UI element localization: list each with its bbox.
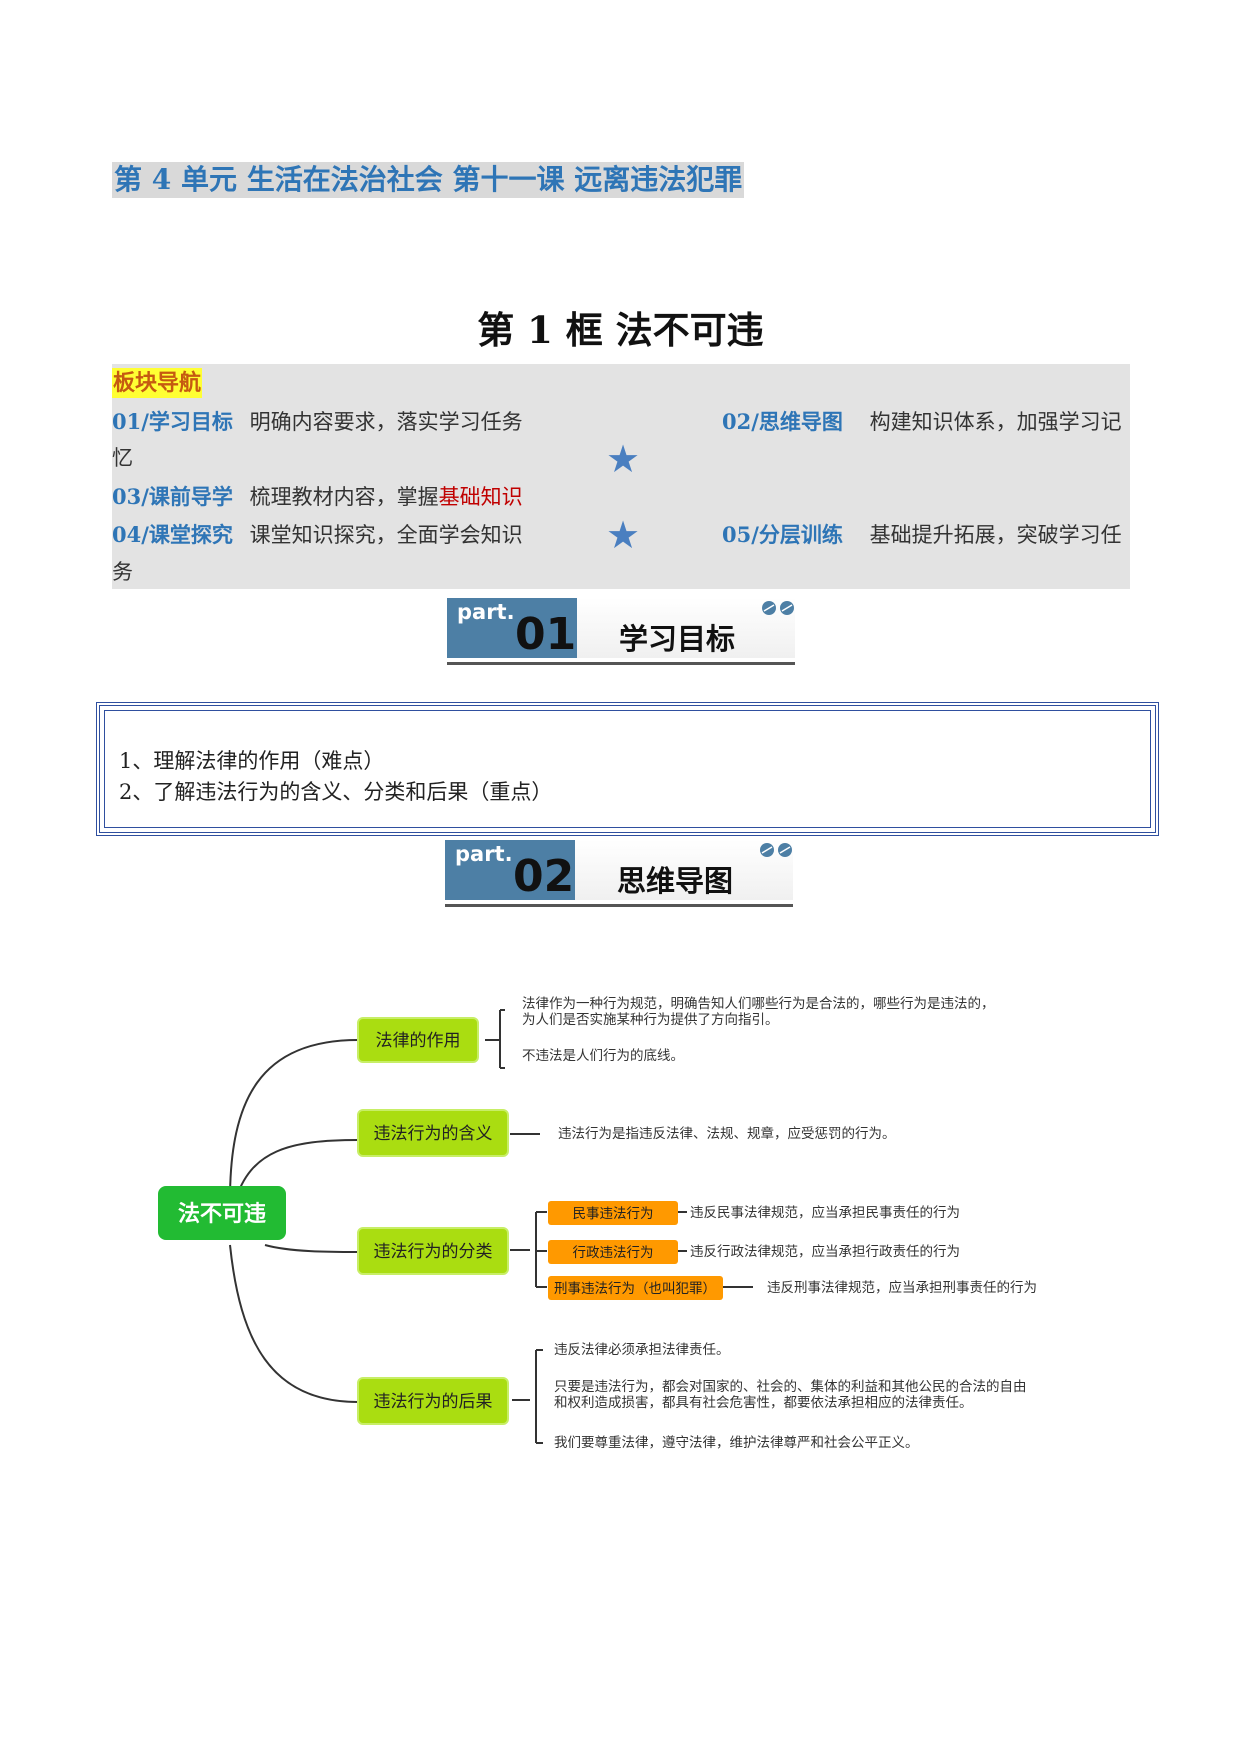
part-02-banner: part. 02 思维导图 — [445, 840, 793, 908]
note-1-1: 法律作为一种行为规范，明确告知人们哪些行为是合法的，哪些行为是违法的， — [522, 995, 995, 1011]
nav-tag-03[interactable]: 03/课前导学 — [112, 484, 233, 509]
nav-desc-02-wrap: 忆 — [112, 446, 133, 470]
note-2-1: 违法行为是指违反法律、法规、规章，应受惩罚的行为。 — [558, 1125, 896, 1141]
mind-map: 法不可违 法律的作用 违法行为的含义 违法行为的分类 违法行为的后果 法律作为一… — [158, 995, 1037, 1450]
sub-label-3: 刑事违法行为（也叫犯罪） — [554, 1281, 716, 1296]
branch-label-1: 法律的作用 — [376, 1031, 461, 1051]
learning-goals-box: 1、理解法律的作用（难点） 2、了解违法行为的含义、分类和后果（重点） — [96, 702, 1159, 836]
nav-row-4-wrap: 务 — [112, 553, 1130, 592]
nav-row-1-wrap: 忆 — [112, 439, 1130, 478]
part-number: 01 — [515, 609, 577, 660]
note-1-3: 不违法是人们行为的底线。 — [522, 1048, 684, 1063]
nav-tag-02[interactable]: 02/思维导图 — [722, 409, 843, 434]
nav-row-4: 04/课堂探究 课堂知识探究，全面学会知识 — [112, 515, 1130, 555]
lesson-title: 第 1 框 法不可违 — [477, 308, 764, 352]
section-navigation: 板块导航 01/学习目标 明确内容要求，落实学习任务 ★ 02/思维导图 构建知… — [112, 364, 1130, 589]
sub-note-2: 违反行政法律规范，应当承担行政责任的行为 — [690, 1243, 960, 1259]
mind-map-root — [158, 1186, 286, 1240]
mind-map-root-label: 法不可违 — [178, 1201, 266, 1227]
sub-node-3 — [548, 1276, 723, 1300]
star-icon: ★ — [606, 437, 641, 481]
branch-label-4: 违法行为的后果 — [374, 1392, 493, 1412]
sub-label-2: 行政违法行为 — [573, 1245, 654, 1260]
sub-label-1: 民事违法行为 — [573, 1206, 654, 1221]
nav-desc-05: 基础提升拓展，突破学习任 — [869, 523, 1122, 547]
part-tab — [447, 598, 577, 658]
branch-node-3 — [357, 1227, 509, 1275]
note-1-2: 为人们是否实施某种行为提供了方向指引。 — [522, 1012, 779, 1027]
mind-map-connectors — [229, 1009, 753, 1444]
decorative-dots-icon — [762, 601, 794, 615]
note-4-2: 只要是违法行为，都会对国家的、社会的、集体的利益和其他公民的合法的自由 — [554, 1378, 1027, 1394]
sub-note-1: 违反民事法律规范，应当承担民事责任的行为 — [690, 1204, 960, 1220]
note-4-4: 我们要尊重法律，遵守法律，维护法律尊严和社会公平正义。 — [554, 1434, 919, 1450]
part-title: 学习目标 — [619, 622, 736, 656]
sub-node-1 — [548, 1201, 678, 1225]
star-icon: ★ — [606, 513, 641, 557]
nav-desc-04: 课堂知识探究，全面学会知识 — [249, 523, 523, 547]
note-4-1: 违反法律必须承担法律责任。 — [554, 1342, 730, 1357]
goal-item-1: 1、理解法律的作用（难点） — [119, 749, 385, 773]
unit-title: 第 4 单元 生活在法治社会 第十一课 远离违法犯罪 — [112, 162, 745, 198]
branch-node-2 — [357, 1109, 509, 1157]
nav-desc-03-highlight: 基础知识 — [438, 485, 523, 509]
sub-node-2 — [548, 1240, 678, 1264]
nav-desc-05-wrap: 务 — [112, 560, 133, 584]
part-label: part. — [455, 842, 513, 866]
part-title: 思维导图 — [617, 864, 734, 898]
branch-node-4 — [357, 1377, 509, 1425]
nav-row-4-right: 05/分层训练 基础提升拓展，突破学习任 — [722, 515, 1130, 555]
nav-row-1: 01/学习目标 明确内容要求，落实学习任务 ★ — [112, 402, 1130, 478]
nav-row-3: 03/课前导学 梳理教材内容，掌握基础知识 — [112, 477, 1130, 517]
nav-desc-01: 明确内容要求，落实学习任务 — [249, 410, 523, 434]
part-label: part. — [457, 600, 515, 624]
nav-tag-05[interactable]: 05/分层训练 — [722, 522, 843, 547]
nav-row-1-right: 02/思维导图 构建知识体系，加强学习记 — [722, 402, 1130, 442]
goal-item-2: 2、了解违法行为的含义、分类和后果（重点） — [119, 780, 553, 804]
nav-tag-01[interactable]: 01/学习目标 — [112, 409, 233, 434]
sub-note-3: 违反刑事法律规范，应当承担刑事责任的行为 — [767, 1279, 1037, 1295]
part-number: 02 — [513, 851, 575, 902]
branch-label-3: 违法行为的分类 — [374, 1242, 493, 1262]
branch-node-1 — [357, 1017, 479, 1063]
decorative-dots-icon — [760, 843, 792, 857]
note-4-3: 和权利造成损害，都具有社会危害性，都要依法承担相应的法律责任。 — [554, 1394, 973, 1410]
part-tab — [445, 840, 575, 900]
nav-desc-02: 构建知识体系，加强学习记 — [869, 410, 1122, 434]
nav-desc-03: 梳理教材内容，掌握 — [249, 485, 439, 509]
nav-heading: 板块导航 — [112, 368, 203, 398]
branch-label-2: 违法行为的含义 — [374, 1124, 493, 1144]
part-01-banner: part. 01 学习目标 — [447, 598, 795, 666]
nav-tag-04[interactable]: 04/课堂探究 — [112, 522, 233, 547]
